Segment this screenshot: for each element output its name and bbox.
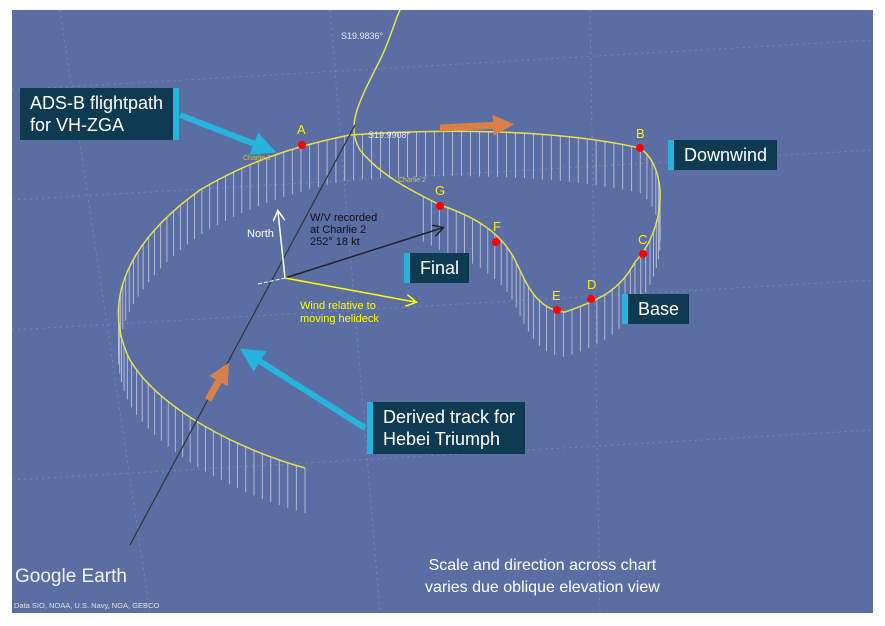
north-arrow: [278, 212, 286, 279]
label-b: B: [636, 126, 645, 141]
label-c: C: [638, 232, 648, 247]
latitude-label-1: S19.9836°: [341, 31, 384, 41]
north-label: North: [247, 228, 274, 240]
downwind-direction-arrow: [439, 114, 514, 136]
label-f: F: [493, 219, 501, 234]
data-credit: Data SIO, NOAA, U.S. Navy, NGA, GEBCO: [14, 601, 160, 610]
flightpath-callout-arrow: [178, 112, 277, 155]
flightpath-line: [117, 9, 661, 469]
label-g: G: [435, 183, 446, 198]
marker-c: [639, 250, 647, 258]
callout-base: Base: [622, 294, 690, 324]
marker-d: [587, 295, 595, 303]
callout-final: Final: [404, 253, 470, 283]
marker-e: [553, 306, 561, 314]
derived-callout-arrow: [239, 348, 367, 431]
derived-track-line: [129, 124, 356, 546]
google-earth-logo: Google Earth: [15, 566, 127, 587]
label-a: A: [297, 122, 306, 137]
altitude-drop-lines: [117, 131, 661, 513]
marker-g: [436, 202, 444, 210]
wv-arrow: [284, 228, 442, 279]
label-d: D: [587, 277, 597, 292]
waypoint-charlie-2: Charlie 2: [398, 177, 427, 184]
relative-wind-arrow: [284, 277, 415, 302]
heading-dashed: [257, 277, 286, 285]
track-direction-arrow: [204, 362, 229, 402]
marker-f: [492, 238, 500, 246]
label-e: E: [552, 288, 561, 303]
point-markers: [298, 141, 647, 314]
waypoint-charlie-1: Charlie 1: [243, 155, 272, 162]
callout-downwind: Downwind: [668, 140, 778, 170]
marker-a: [298, 141, 306, 149]
latitude-label-2: S19.9908°: [368, 130, 411, 140]
marker-b: [636, 144, 644, 152]
